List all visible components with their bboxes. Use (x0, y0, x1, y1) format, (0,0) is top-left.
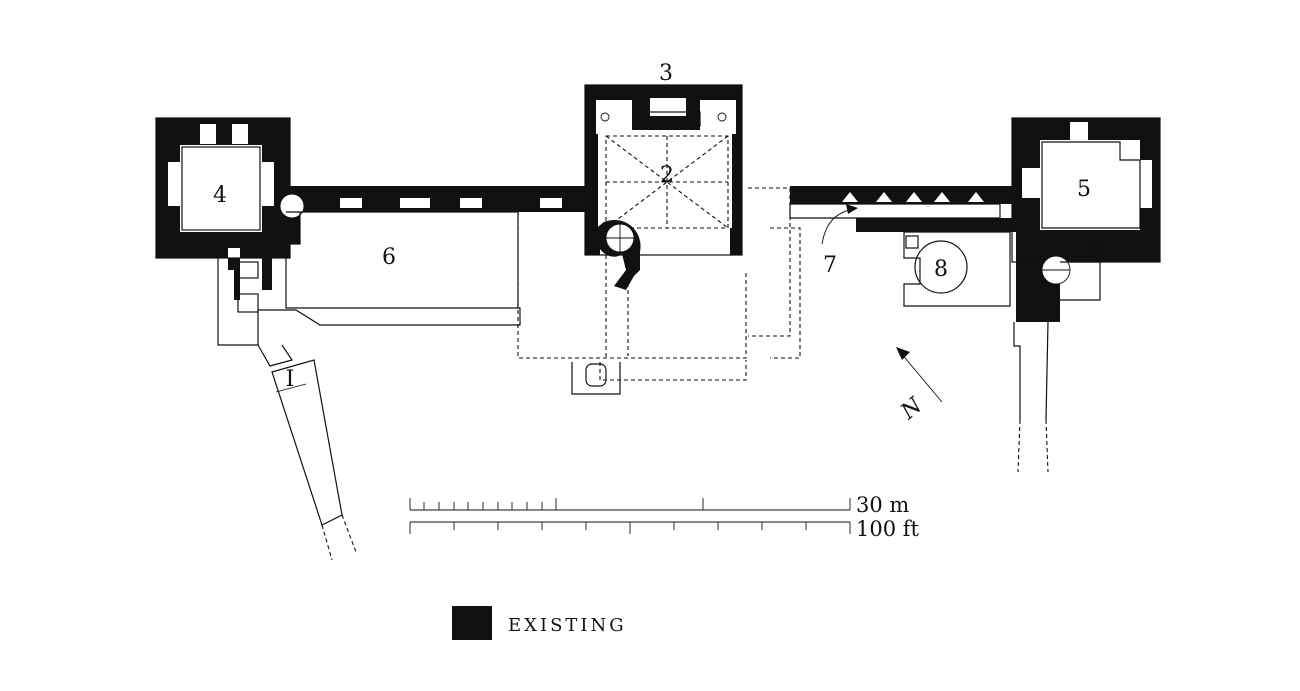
east-path (1013, 321, 1049, 473)
passage-7-arrow (821, 204, 858, 245)
label-1: I (286, 367, 295, 392)
hall-6 (286, 211, 519, 308)
label-5: 5 (1077, 177, 1091, 202)
east-curtain-wall (789, 186, 1018, 232)
label-8: 8 (934, 257, 948, 282)
room-8 (903, 231, 1011, 307)
scale-label-imperial: 100 ft (856, 517, 920, 541)
label-4: 4 (213, 183, 227, 208)
tower-4 (155, 117, 291, 259)
west-annex (217, 258, 521, 561)
spiral-stair-center (594, 220, 641, 290)
west-curtain-wall (279, 186, 588, 244)
label-6: 6 (382, 245, 396, 270)
scale-bar-metric (409, 498, 851, 511)
vaulted-hall-2 (605, 135, 729, 229)
legend: EXISTING (452, 606, 627, 640)
south-dashed-structures (517, 187, 801, 395)
legend-swatch-existing (452, 606, 492, 640)
scale-bar-imperial (409, 521, 851, 534)
gatehouse-3 (584, 84, 743, 256)
legend-label-existing: EXISTING (508, 615, 627, 636)
label-3: 3 (659, 61, 673, 86)
label-7: 7 (823, 253, 837, 278)
label-2: 2 (660, 163, 674, 188)
scale-label-metric: 30 m (856, 493, 909, 517)
tower-5 (1011, 117, 1161, 322)
north-symbol: N (896, 393, 928, 426)
north-arrow: N (896, 347, 943, 426)
